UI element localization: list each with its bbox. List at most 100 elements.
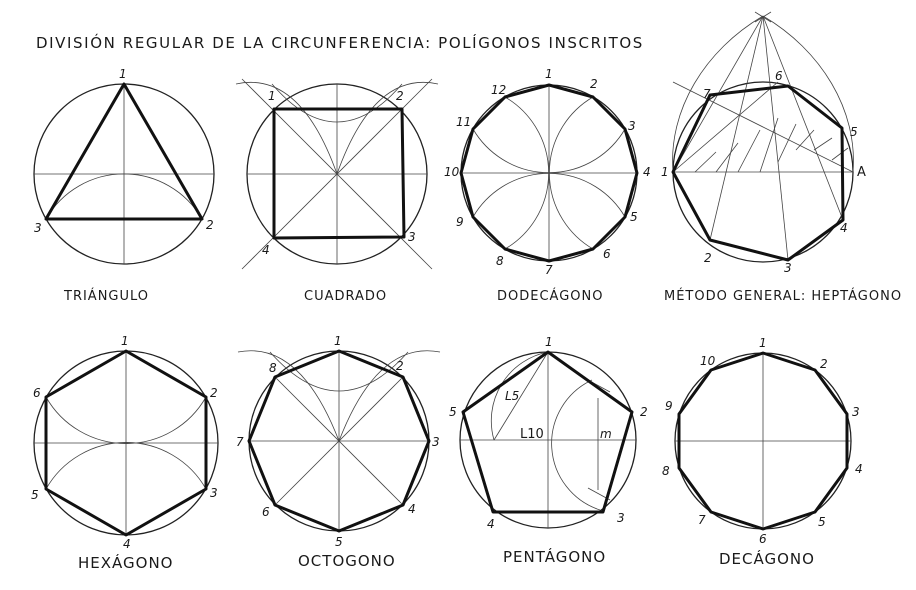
pentagon-vertex-1: 1 xyxy=(545,335,553,349)
octagon-arc-top xyxy=(269,351,409,392)
heptagon-hatching xyxy=(694,117,849,173)
heptagon-vertex-3: 3 xyxy=(784,261,792,275)
figure-pentagon: 1 2 3 4 5 L10 L5 m PENTÁGONO xyxy=(449,335,648,566)
octagon-vertex-7: 7 xyxy=(236,435,244,449)
heptagon-arc-right xyxy=(762,15,854,173)
dodecagon-vertex-8: 8 xyxy=(496,254,504,268)
octagon-vertex-4: 4 xyxy=(408,502,416,516)
heptagon-vertex-2: 2 xyxy=(704,251,712,265)
octagon-vertex-6: 6 xyxy=(262,505,270,519)
dodecagon-vertex-12: 12 xyxy=(491,83,506,97)
hexagon-vertex-5: 5 xyxy=(31,488,39,502)
square-arc-top xyxy=(271,83,403,123)
triangle-caption: TRIÁNGULO xyxy=(63,288,149,304)
square-arc-left xyxy=(235,82,338,175)
dodecagon-vertex-10: 10 xyxy=(444,165,460,179)
hexagon-vertex-2: 2 xyxy=(210,386,218,400)
decagon-vertex-2: 2 xyxy=(820,357,828,371)
heptagon-vertex-5: 5 xyxy=(850,125,858,139)
hexagon-polygon xyxy=(44,349,208,537)
figure-triangle: 1 2 3 TRIÁNGULO xyxy=(33,67,215,304)
dodecagon-arc-left xyxy=(504,96,550,250)
decagon-vertex-7: 7 xyxy=(698,513,706,527)
hexagon-vertex-4: 4 xyxy=(123,537,131,551)
octagon-vertex-2: 2 xyxy=(396,359,404,373)
heptagon-ray-2 xyxy=(709,15,764,241)
triangle-vertex-3: 3 xyxy=(34,221,42,235)
heptagon-point-a: A xyxy=(857,165,866,180)
decagon-vertex-4: 4 xyxy=(855,462,863,476)
decagon-vertex-3: 3 xyxy=(852,405,860,419)
figure-decagon: 1 2 3 4 5 6 7 8 9 10 DECÁGONO xyxy=(662,336,863,568)
heptagon-vertex-7: 7 xyxy=(703,87,711,101)
square-vertex-1: 1 xyxy=(268,89,276,103)
octagon-polygon xyxy=(247,349,431,533)
dodecagon-caption: DODECÁGONO xyxy=(497,288,603,304)
dodecagon-vertex-1: 1 xyxy=(545,67,553,81)
dodecagon-polygon xyxy=(459,83,639,263)
heptagon-arc-left xyxy=(672,15,764,173)
pentagon-polygon xyxy=(461,350,634,514)
pentagon-arc-m xyxy=(551,379,601,511)
pentagon-l10-label: L10 xyxy=(520,427,544,442)
pentagon-vertex-3: 3 xyxy=(617,511,625,525)
dodecagon-vertex-4: 4 xyxy=(643,165,651,179)
pentagon-l5-line xyxy=(493,351,549,441)
hexagon-arc-top xyxy=(45,396,207,444)
square-polygon xyxy=(272,107,406,240)
pentagon-caption: PENTÁGONO xyxy=(503,547,606,566)
pentagon-vertex-2: 2 xyxy=(640,405,648,419)
heptagon-polygon xyxy=(671,84,845,262)
pentagon-m-label: m xyxy=(600,427,612,441)
heptagon-vertex-1: 1 xyxy=(661,165,669,179)
heptagon-divider-line xyxy=(672,81,854,173)
dodecagon-vertex-9: 9 xyxy=(456,215,464,229)
square-vertex-2: 2 xyxy=(396,89,404,103)
octagon-caption: OCTOGONO xyxy=(298,552,396,570)
decagon-vertex-1: 1 xyxy=(759,336,767,350)
figure-octagon: 1 2 3 4 5 6 7 8 OCTOGONO xyxy=(236,334,441,570)
dodecagon-vertex-7: 7 xyxy=(545,263,553,277)
pentagon-vertex-5: 5 xyxy=(449,405,457,419)
octagon-vertex-1: 1 xyxy=(334,334,342,348)
triangle-polygon xyxy=(44,82,204,221)
pentagon-vertex-4: 4 xyxy=(487,517,495,531)
triangle-vertex-1: 1 xyxy=(119,67,127,81)
octagon-vertex-8: 8 xyxy=(269,361,277,375)
decagon-caption: DECÁGONO xyxy=(719,549,815,568)
hexagon-caption: HEXÁGONO xyxy=(78,553,174,572)
heptagon-ray-3 xyxy=(762,15,789,261)
square-arc-right xyxy=(336,82,439,175)
pentagon-l5-label: L5 xyxy=(505,389,519,403)
heptagon-vertex-6: 6 xyxy=(775,69,783,83)
square-vertex-4: 4 xyxy=(262,243,270,257)
dodecagon-vertex-11: 11 xyxy=(456,115,471,129)
heptagon-construction-diagonal xyxy=(672,81,779,173)
triangle-construction-arc xyxy=(45,173,203,220)
decagon-vertex-9: 9 xyxy=(665,399,673,413)
octagon-vertex-3: 3 xyxy=(432,435,440,449)
page-title: DIVISIÓN REGULAR DE LA CIRCUNFERENCIA: P… xyxy=(36,33,644,52)
dodecagon-arc-right xyxy=(548,96,594,250)
decagon-vertex-5: 5 xyxy=(818,515,826,529)
octagon-vertex-5: 5 xyxy=(335,535,343,549)
figure-square: 1 2 3 4 CUADRADO xyxy=(235,78,439,304)
decagon-vertex-8: 8 xyxy=(662,464,670,478)
triangle-vertex-2: 2 xyxy=(206,218,214,232)
heptagon-ray-4 xyxy=(762,15,844,221)
dodecagon-vertex-3: 3 xyxy=(628,119,636,133)
square-vertex-3: 3 xyxy=(408,230,416,244)
decagon-vertex-10: 10 xyxy=(700,354,716,368)
hexagon-arc-bottom xyxy=(45,442,207,490)
hexagon-vertex-6: 6 xyxy=(33,386,41,400)
decagon-vertex-6: 6 xyxy=(759,532,767,546)
dodecagon-vertex-6: 6 xyxy=(603,247,611,261)
decagon-polygon xyxy=(677,351,849,531)
heptagon-caption: MÉTODO GENERAL: HEPTÁGONO xyxy=(664,288,902,304)
figure-hexagon: 1 2 3 4 5 6 HEXÁGONO xyxy=(31,334,219,572)
dodecagon-vertex-5: 5 xyxy=(630,210,638,224)
dodecagon-vertex-2: 2 xyxy=(590,77,598,91)
heptagon-vertex-4: 4 xyxy=(840,221,848,235)
hexagon-vertex-1: 1 xyxy=(121,334,129,348)
square-caption: CUADRADO xyxy=(304,289,387,304)
